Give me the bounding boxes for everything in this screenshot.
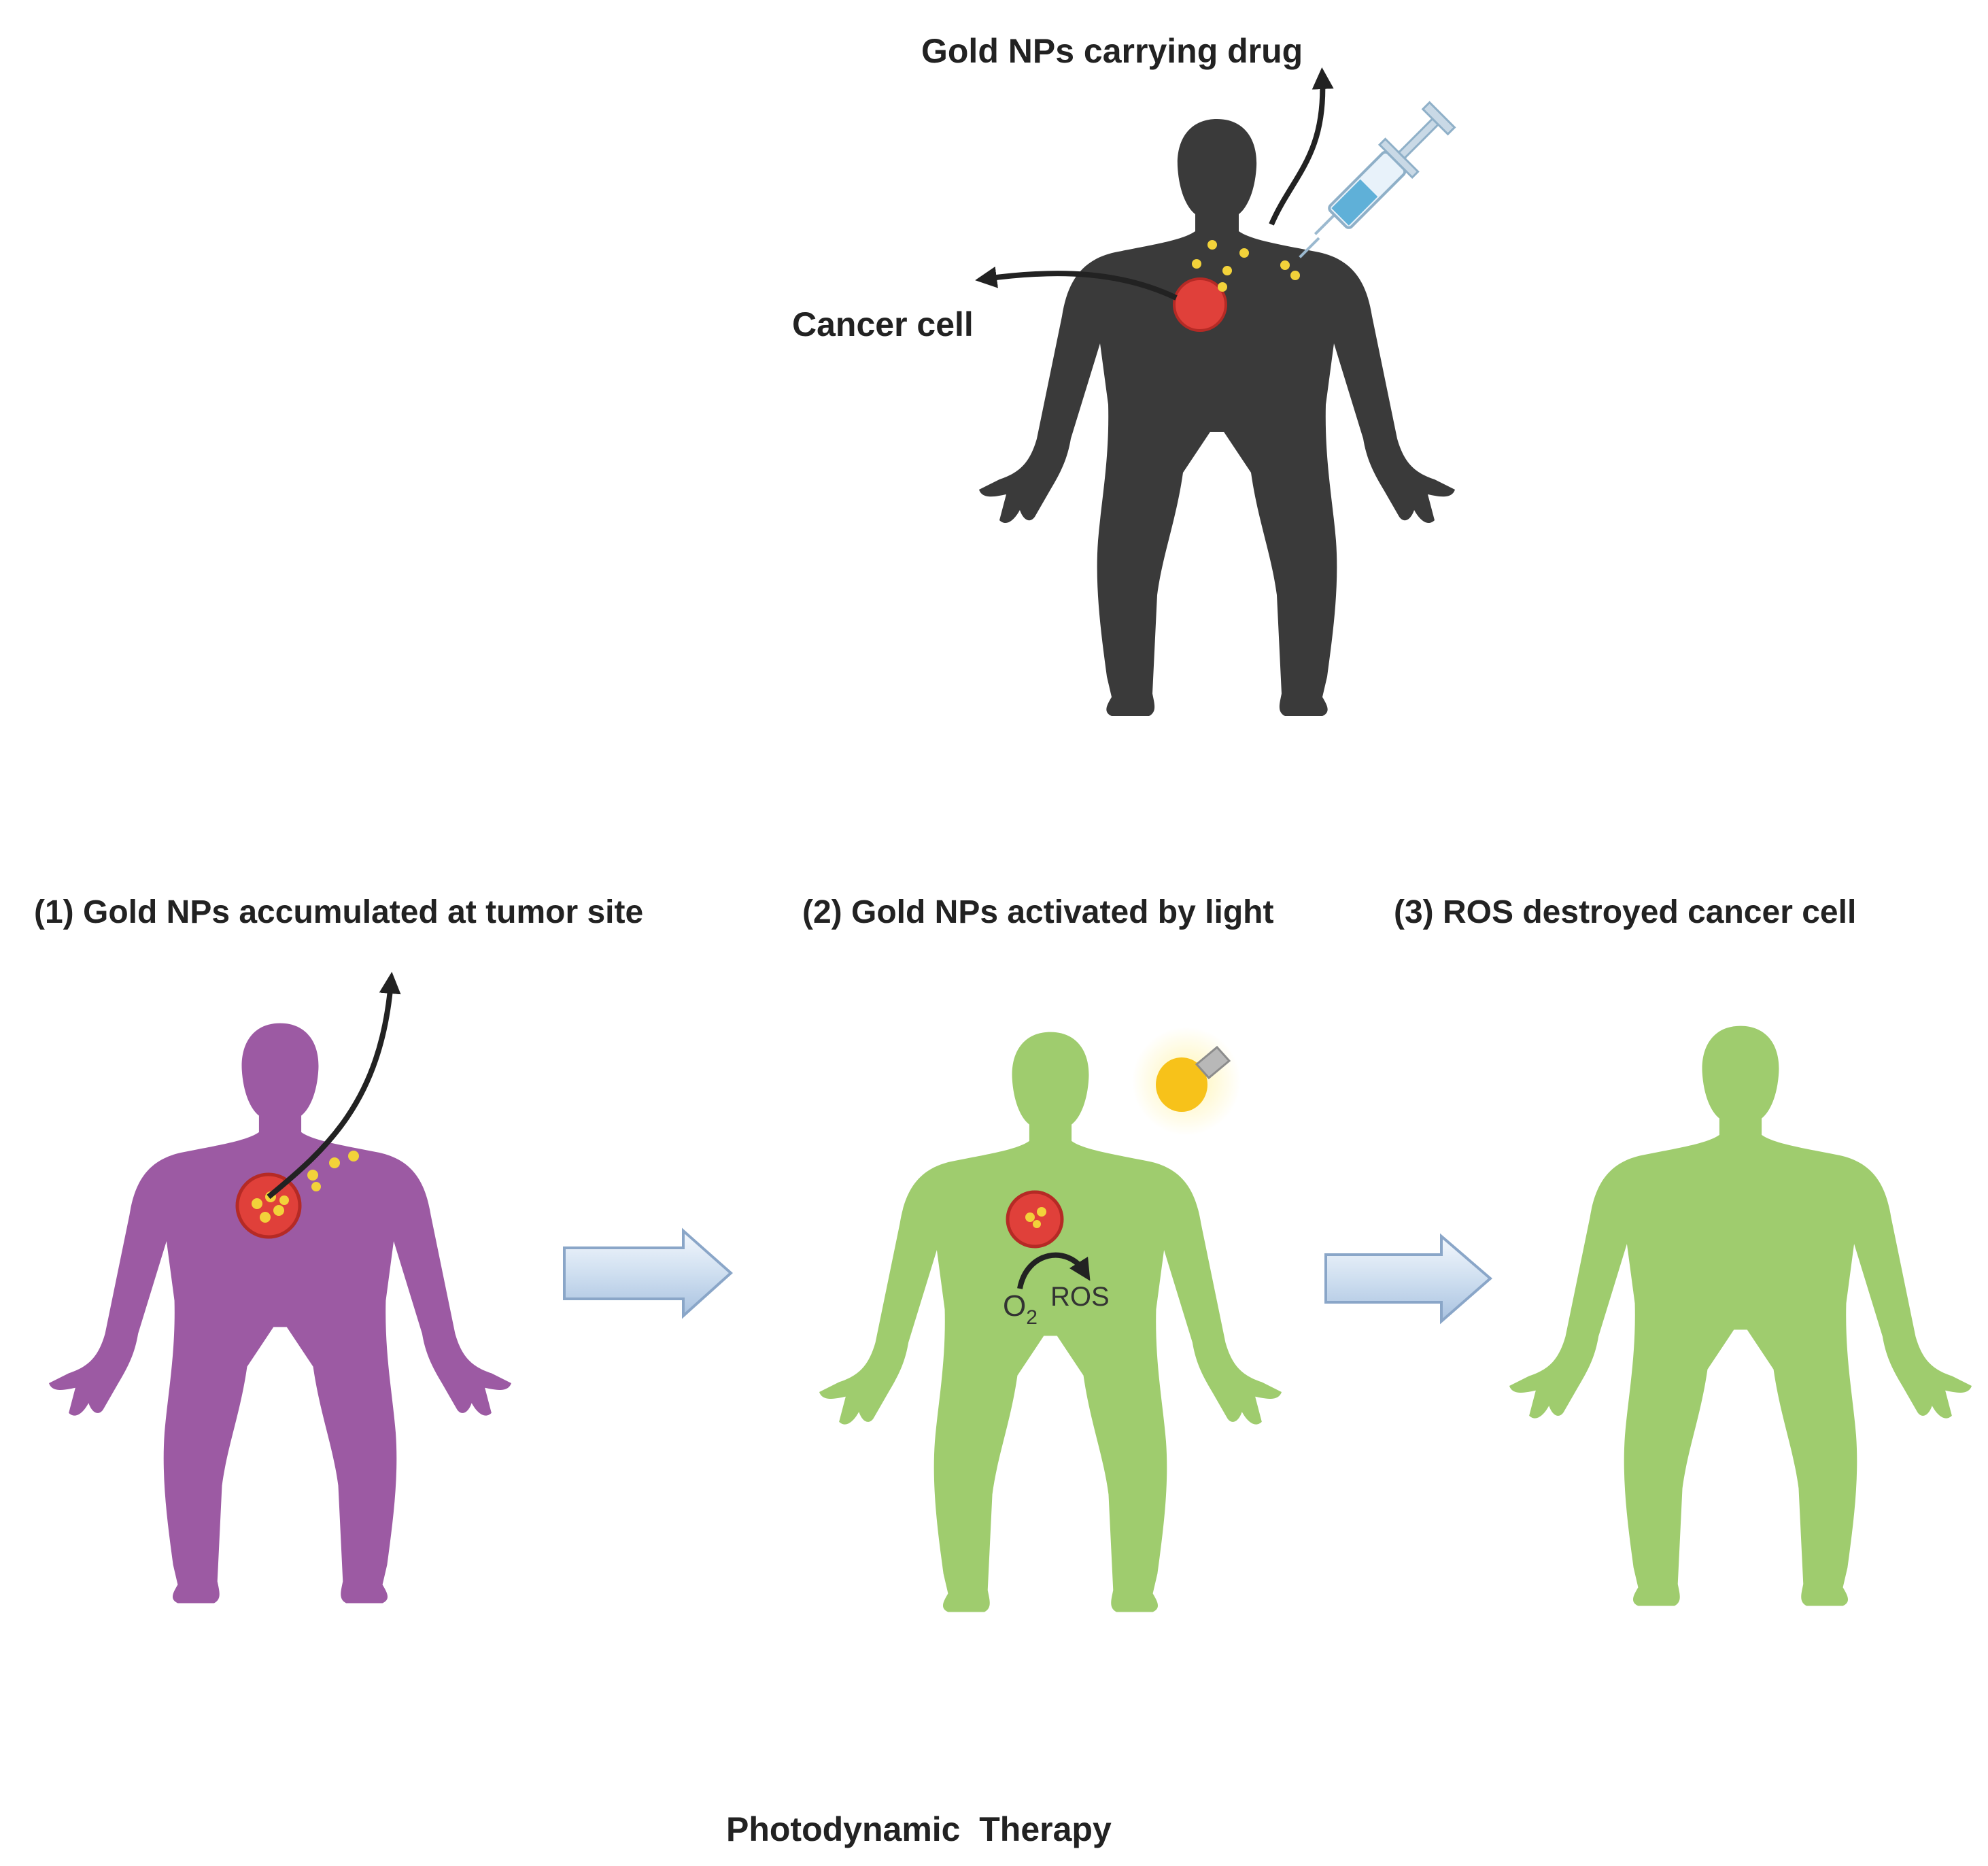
stage3-human-figure [1509,1025,1972,1606]
top-human-figure [979,119,1455,716]
cancer-cell-stage1 [235,1172,302,1239]
arrow-to-cancer-label [975,266,1178,301]
body-silhouette-green-healthy [1509,1025,1972,1606]
arrow-to-drug-label [1269,67,1334,226]
caption-photodynamic-therapy: Photodynamic Therapy [726,1810,1112,1848]
cancer-cell-stage2 [1006,1190,1064,1249]
label-gold-nps-carrying-drug: Gold NPs carrying drug [921,32,1303,70]
body-silhouette-dark [979,119,1455,716]
light-bulb-icon [1132,1027,1241,1136]
syringe-icon [1299,101,1456,258]
body-silhouette-purple [49,1023,511,1604]
label-step3: (3) ROS destroyed cancer cell [1394,894,1857,930]
label-cancer-cell: Cancer cell [792,305,974,343]
arrow-o2-to-ros [1017,1252,1091,1289]
cancer-cell-top [1173,277,1227,332]
label-step2: (2) Gold NPs activated by light [802,894,1274,930]
nanoparticles-stage2 [1025,1207,1046,1228]
label-step1: (1) Gold NPs accumulated at tumor site [34,894,644,930]
arrow-stage1 [267,972,401,1200]
ros-label: ROS [1050,1282,1110,1312]
o2-label: O2 [1003,1289,1038,1329]
right-arrow-icon [563,1227,734,1319]
right-arrow-icon [1324,1233,1493,1325]
nanoparticles-top [1192,240,1300,292]
stage1-human-figure [49,1023,511,1604]
